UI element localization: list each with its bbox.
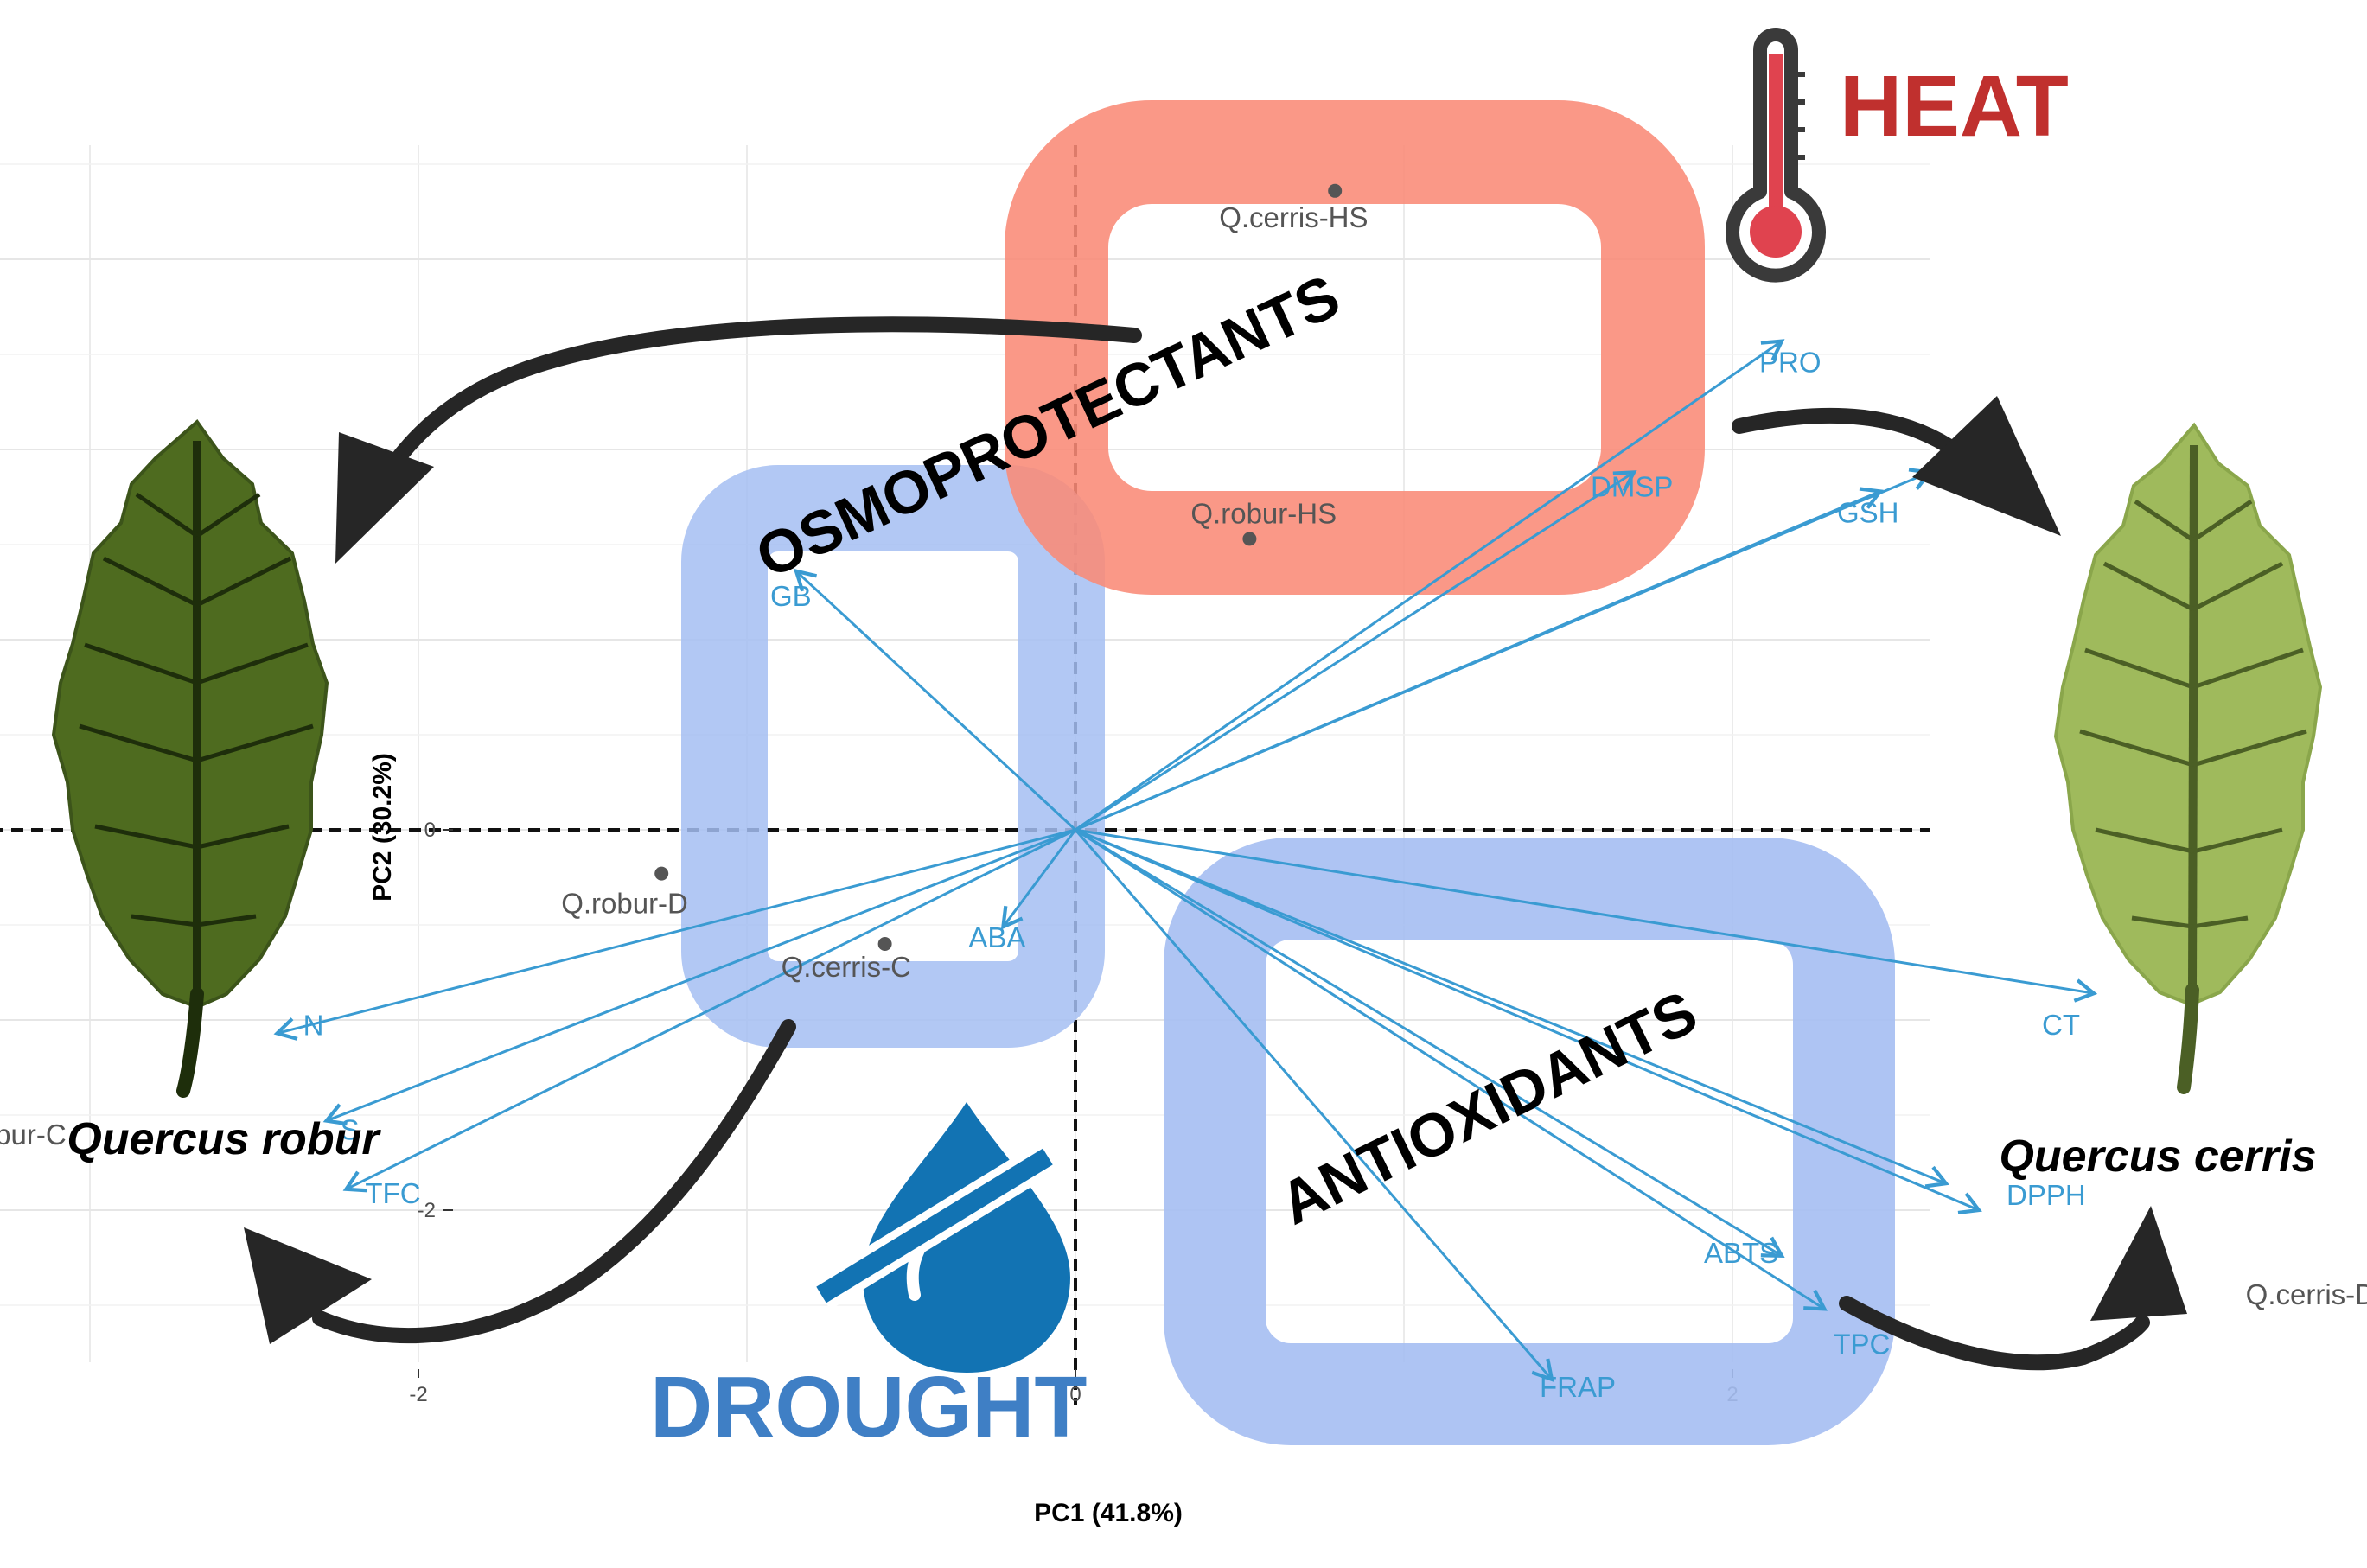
variable-arrow (1075, 828, 1982, 1214)
oak-leaf-icon (2053, 422, 2323, 1094)
variable-arrow (1075, 828, 1828, 1311)
species-label-cerris: Quercus cerris (1999, 1131, 2316, 1182)
variable-label: TFC (365, 1177, 420, 1209)
oak-leaf-icon (51, 419, 329, 1098)
y-axis-title: PC2 (30.2%) (368, 753, 397, 902)
variable-arrow (1075, 470, 1637, 832)
variable-label: ABA (968, 921, 1025, 953)
variable-label: PRO (1759, 347, 1822, 379)
observation-point (877, 937, 892, 951)
variable-label: GSH (1837, 496, 1899, 528)
observation-label: Q.cerris-C (782, 951, 911, 983)
observation-point (1328, 183, 1343, 198)
variable-label: ABTS (1704, 1237, 1778, 1269)
variable-label: DMSP (1591, 470, 1673, 502)
variable-arrow (342, 828, 1076, 1193)
variable-arrow (1075, 828, 1785, 1258)
variable-arrow (1074, 829, 1554, 1382)
observation-label: Q.robur-C (0, 1119, 67, 1151)
variable-label: N (303, 1009, 324, 1041)
y-tick-label: -2 (418, 1199, 436, 1222)
variable-label: GB (770, 580, 812, 612)
curved-arrow-icon (1732, 396, 2061, 536)
species-label-robur: Quercus robur (67, 1114, 381, 1164)
x-tick-label: -2 (409, 1383, 427, 1406)
variable-arrow (273, 828, 1076, 1041)
observation-point (1242, 532, 1257, 546)
observations: Q.cerris-HS Q.robur-HS Q.robur-D Q.cerris-C… (0, 183, 2367, 1310)
x-axis-title: PC1 (41.8%) (1034, 1499, 1183, 1527)
antioxidants-label: ANTIOXIDANTS (1269, 978, 1707, 1237)
variable-arrow (793, 568, 1077, 832)
variable-arrow (1075, 487, 1884, 832)
variable-arrow (1075, 828, 2098, 1003)
heat-label: HEAT (1840, 58, 2069, 155)
variable-arrow (1075, 828, 1949, 1189)
x-tick-label: 0 (1069, 1383, 1081, 1406)
curved-arrow-icon (244, 1019, 796, 1344)
drought-box-left (681, 465, 1105, 1048)
curved-arrow-icon (1839, 1206, 2187, 1371)
plot-grid (0, 145, 1930, 1405)
water-drop-off-icon (812, 1102, 1070, 1373)
observation-label: Q.robur-HS (1190, 497, 1337, 529)
observation-label: Q.robur-D (561, 888, 688, 920)
variable-label: S (341, 1114, 360, 1146)
drought-box-right (1164, 838, 1895, 1445)
observation-point (654, 866, 669, 881)
variable-label: FRAP (1540, 1371, 1616, 1403)
variable-arrow (1075, 339, 1785, 832)
y-tick-label: 0 (424, 819, 436, 842)
variable-arrow (1000, 829, 1077, 930)
variable-arrow (322, 828, 1076, 1126)
variable-label: DPPH (2007, 1179, 2086, 1211)
thermometer-icon (1726, 28, 1826, 283)
observation-label: Q.cerris-D (2246, 1278, 2367, 1310)
curved-arrow-icon (335, 316, 1142, 564)
variable-label: TPC (1833, 1328, 1890, 1360)
observation-label: Q.cerris-HS (1219, 201, 1368, 233)
drought-label: DROUGHT (650, 1359, 1088, 1456)
heat-box (1005, 100, 1705, 595)
variable-label: CT (2042, 1009, 2080, 1041)
